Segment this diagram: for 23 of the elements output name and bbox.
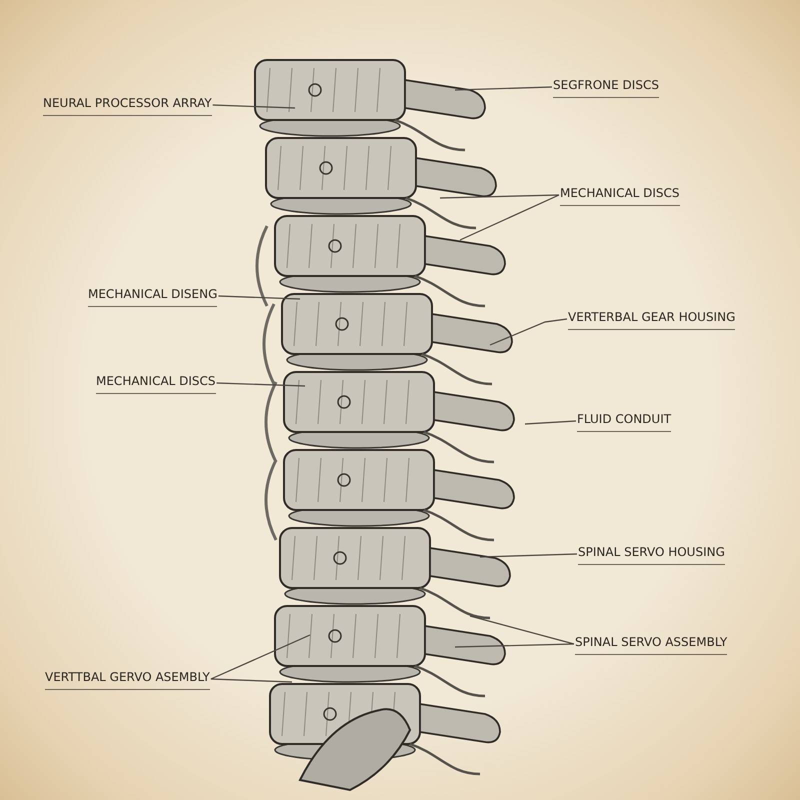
part-label: NEURAL PROCESSOR ARRAY — [43, 96, 212, 116]
leader-line — [210, 634, 310, 680]
leader-line — [212, 104, 296, 109]
leader-line — [218, 295, 300, 300]
part-label: SPINAL SERVO ASSEMBLY — [575, 635, 728, 655]
part-label: SEGFRONE DISCS — [553, 78, 659, 98]
part-label: VERTERBAL GEAR HOUSING — [568, 310, 736, 330]
leader-line — [460, 194, 560, 241]
part-label: SPINAL SERVO HOUSING — [578, 545, 725, 565]
part-label: MECHANICAL DISENG — [88, 287, 218, 307]
leader-line — [480, 553, 578, 558]
part-label: MECHANICAL DISCS — [560, 186, 680, 206]
leader-line — [470, 615, 574, 645]
part-label: MECHANICAL DISCS — [96, 374, 216, 394]
leader-line — [440, 194, 560, 199]
leader-line — [524, 420, 576, 425]
leader-line — [210, 678, 292, 683]
leader-line — [490, 318, 568, 346]
leader-line — [454, 643, 574, 648]
leader-line — [454, 86, 552, 91]
part-label: FLUID CONDUIT — [577, 412, 672, 432]
leader-line — [216, 382, 306, 387]
part-label: VERTTBAL GERVO ASEMBLY — [45, 670, 210, 690]
